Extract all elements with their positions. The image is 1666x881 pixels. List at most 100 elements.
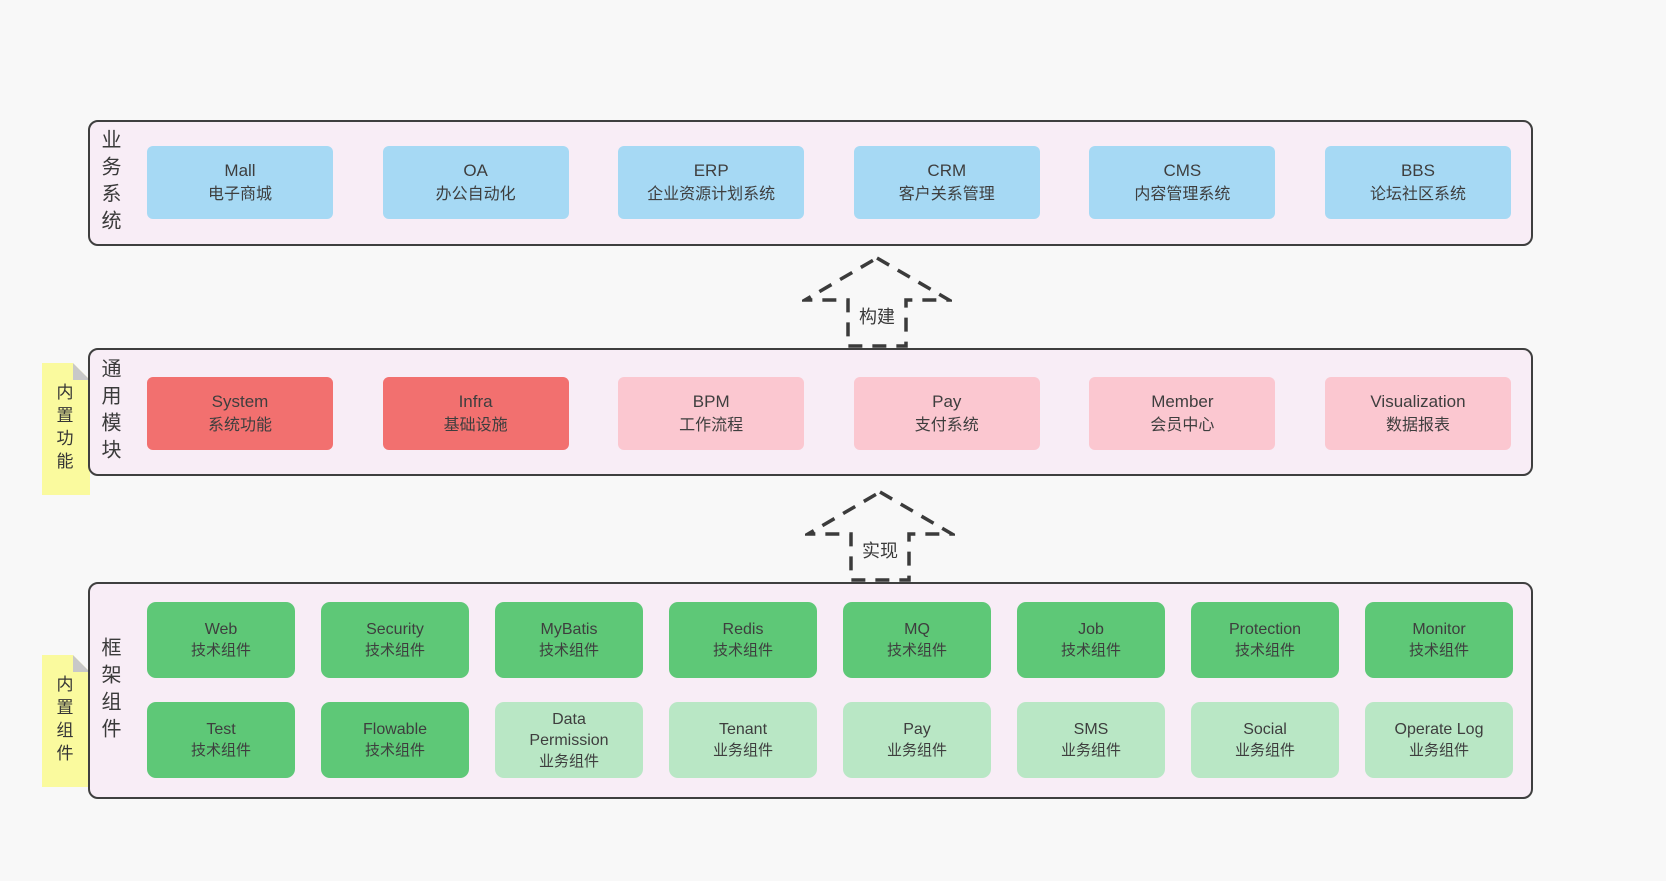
box-web: Web 技术组件 bbox=[147, 602, 295, 678]
box-mq: MQ 技术组件 bbox=[843, 602, 991, 678]
box-subtitle: 技术组件 bbox=[886, 642, 947, 659]
business-box-row: Mall 电子商城 OA 办公自动化 ERP 企业资源计划系统 CRM 客户关系… bbox=[147, 146, 1511, 219]
box-subtitle: 论坛社区系统 bbox=[1369, 185, 1466, 203]
box-visualization: Visualization 数据报表 bbox=[1324, 377, 1511, 450]
box-title: BPM bbox=[692, 391, 730, 411]
box-subtitle: 技术组件 bbox=[1234, 642, 1295, 659]
box-subtitle: 技术组件 bbox=[1060, 642, 1121, 659]
band-common-modules: 通用模块 System 系统功能 Infra 基础设施 BPM 工作流程 Pay… bbox=[88, 348, 1533, 476]
sticky-note-builtin-features: 内置功能 bbox=[42, 363, 90, 495]
box-title: Pay bbox=[903, 721, 931, 738]
box-operate-log: Operate Log 业务组件 bbox=[1365, 702, 1513, 778]
box-subtitle: 技术组件 bbox=[364, 742, 425, 759]
box-subtitle: 基础设施 bbox=[443, 416, 508, 434]
box-sms: SMS 业务组件 bbox=[1017, 702, 1165, 778]
band-label: 通用模块 bbox=[98, 358, 120, 466]
box-title: Infra bbox=[458, 391, 493, 411]
box-subtitle: 技术组件 bbox=[190, 742, 251, 759]
box-security: Security 技术组件 bbox=[321, 602, 469, 678]
band-label: 业务系统 bbox=[98, 129, 120, 237]
box-subtitle: 会员中心 bbox=[1150, 416, 1215, 434]
box-member: Member 会员中心 bbox=[1089, 377, 1276, 450]
sticky-note-builtin-components: 内置组件 bbox=[42, 655, 90, 787]
box-subtitle: 技术组件 bbox=[538, 642, 599, 659]
box-bpm: BPM 工作流程 bbox=[618, 377, 805, 450]
box-bbs: BBS 论坛社区系统 bbox=[1324, 146, 1511, 219]
box-mybatis: MyBatis 技术组件 bbox=[495, 602, 643, 678]
box-title: System bbox=[211, 391, 269, 411]
box-subtitle: 办公自动化 bbox=[435, 185, 516, 203]
box-title: ERP bbox=[693, 160, 729, 180]
box-mall: Mall 电子商城 bbox=[147, 146, 333, 219]
box-subtitle: 业务组件 bbox=[1060, 742, 1121, 759]
box-subtitle: 工作流程 bbox=[679, 416, 744, 434]
box-title: Protection bbox=[1228, 621, 1302, 638]
box-title: Tenant bbox=[718, 721, 768, 738]
box-data-permission: Data Permission 业务组件 bbox=[495, 702, 643, 778]
band-framework-components: 框架组件 Web 技术组件 Security 技术组件 MyBatis 技术组件… bbox=[88, 582, 1533, 799]
box-subtitle: 业务组件 bbox=[712, 742, 773, 759]
box-subtitle: 企业资源计划系统 bbox=[647, 185, 776, 203]
box-title: BBS bbox=[1400, 160, 1435, 180]
box-social: Social 业务组件 bbox=[1191, 702, 1339, 778]
box-title: Web bbox=[204, 621, 238, 638]
box-infra: Infra 基础设施 bbox=[382, 377, 569, 450]
band-label: 框架组件 bbox=[98, 636, 120, 745]
box-title: Flowable bbox=[362, 721, 428, 738]
box-subtitle: 业务组件 bbox=[538, 752, 599, 770]
box-subtitle: 业务组件 bbox=[886, 742, 947, 759]
box-redis: Redis 技术组件 bbox=[669, 602, 817, 678]
box-job: Job 技术组件 bbox=[1017, 602, 1165, 678]
box-title: Redis bbox=[722, 621, 764, 638]
box-system: System 系统功能 bbox=[147, 377, 333, 450]
band-business-systems: 业务系统 Mall 电子商城 OA 办公自动化 ERP 企业资源计划系统 CRM… bbox=[88, 120, 1533, 246]
box-subtitle: 数据报表 bbox=[1385, 416, 1450, 434]
arrow-label: 实现 bbox=[858, 537, 902, 563]
box-subtitle: 技术组件 bbox=[712, 642, 773, 659]
box-subtitle: 技术组件 bbox=[190, 642, 251, 659]
sticky-label: 内置功能 bbox=[53, 383, 73, 475]
box-title: Security bbox=[366, 621, 424, 638]
box-cms: CMS 内容管理系统 bbox=[1089, 146, 1276, 219]
box-subtitle: 电子商城 bbox=[207, 185, 272, 203]
box-flowable: Flowable 技术组件 bbox=[321, 702, 469, 778]
box-title: MQ bbox=[904, 621, 930, 638]
box-subtitle: 支付系统 bbox=[914, 416, 979, 434]
box-title: Data Permission bbox=[529, 710, 609, 749]
box-test: Test 技术组件 bbox=[147, 702, 295, 778]
box-crm: CRM 客户关系管理 bbox=[853, 146, 1040, 219]
box-title: Social bbox=[1243, 721, 1287, 738]
box-title: MyBatis bbox=[540, 621, 598, 638]
box-title: CRM bbox=[927, 160, 967, 180]
box-subtitle: 技术组件 bbox=[364, 642, 425, 659]
box-title: Member bbox=[1151, 391, 1214, 411]
box-tenant: Tenant 业务组件 bbox=[669, 702, 817, 778]
box-title: Operate Log bbox=[1394, 721, 1484, 738]
box-erp: ERP 企业资源计划系统 bbox=[618, 146, 805, 219]
box-title: CMS bbox=[1163, 160, 1202, 180]
box-title: Visualization bbox=[1370, 391, 1466, 411]
box-subtitle: 系统功能 bbox=[207, 416, 272, 434]
box-oa: OA 办公自动化 bbox=[382, 146, 569, 219]
box-title: SMS bbox=[1073, 721, 1109, 738]
box-subtitle: 内容管理系统 bbox=[1134, 185, 1231, 203]
box-title: Test bbox=[206, 721, 236, 738]
modules-box-row: System 系统功能 Infra 基础设施 BPM 工作流程 Pay 支付系统… bbox=[147, 377, 1511, 450]
up-arrow-icon bbox=[798, 255, 956, 348]
box-subtitle: 客户关系管理 bbox=[898, 185, 995, 203]
box-pay: Pay 支付系统 bbox=[853, 377, 1040, 450]
box-title: Pay bbox=[932, 391, 962, 411]
arrow-implement: 实现 bbox=[801, 489, 959, 583]
box-title: Monitor bbox=[1412, 621, 1466, 638]
box-pay-biz: Pay 业务组件 bbox=[843, 702, 991, 778]
box-monitor: Monitor 技术组件 bbox=[1365, 602, 1513, 678]
arrow-label: 构建 bbox=[855, 303, 899, 329]
box-title: Mall bbox=[224, 160, 256, 180]
components-row-1: Web 技术组件 Security 技术组件 MyBatis 技术组件 Redi… bbox=[147, 602, 1513, 678]
box-title: Job bbox=[1078, 621, 1104, 638]
box-subtitle: 业务组件 bbox=[1234, 742, 1295, 759]
box-subtitle: 技术组件 bbox=[1408, 642, 1469, 659]
box-protection: Protection 技术组件 bbox=[1191, 602, 1339, 678]
box-title: OA bbox=[463, 160, 488, 180]
